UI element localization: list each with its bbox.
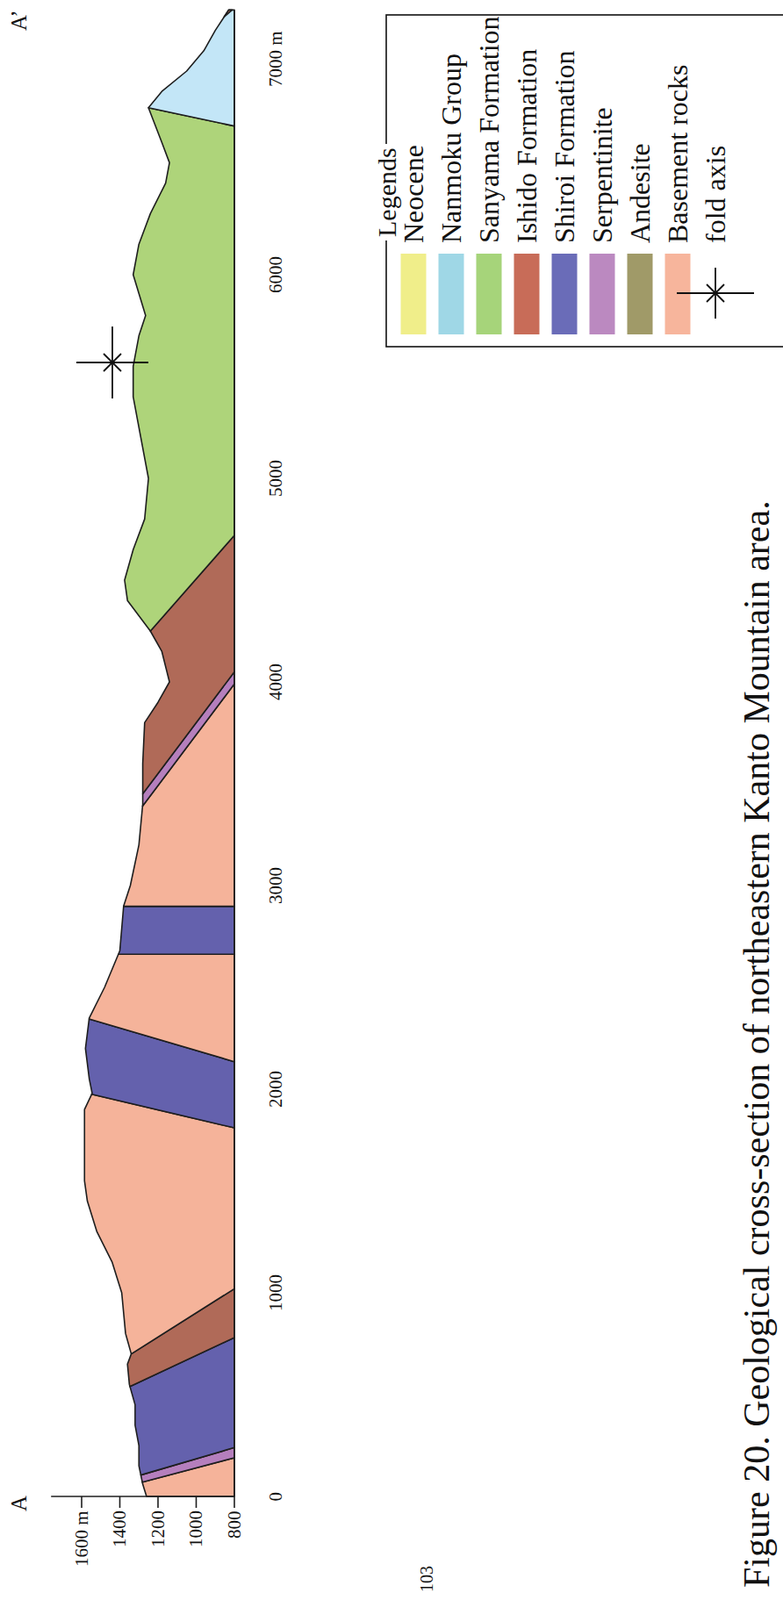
cross-line [706,284,725,302]
elevation-label: 1600 m [71,1510,93,1567]
basement-rocks [89,954,235,1062]
distance-label: 5000 [265,459,287,497]
axis-tick [233,1496,236,1509]
legend-text: Ishido Formation [511,49,543,244]
distance-label: 0 [265,1492,287,1502]
distance-label: 6000 [265,256,287,294]
axis-tick [157,1496,159,1509]
distance-label: 4000 [265,663,287,701]
ishido-formation [223,9,232,17]
legend-text: fold axis [700,145,732,244]
legend-swatch [627,253,654,335]
legend-swatch [476,253,503,335]
cross-line [103,353,122,372]
legend-swatch [514,253,540,335]
legend-swatch [401,253,427,335]
elevation-label: 1200 [148,1510,169,1548]
section-end-label: A [7,1495,32,1512]
fold-axis-symbol [76,326,149,399]
legend-text: Basement rocks [662,64,694,245]
legend-swatch [589,253,616,335]
legend-text: Serpentinite [587,107,618,244]
legend-text: Neocene [398,144,430,244]
section-end-label: A’ [7,9,32,31]
nanmoku-group [148,9,235,126]
distance-label: 7000 m [265,30,287,87]
legend-box [386,14,783,347]
axis-tick [119,1496,122,1509]
elevation-label: 1400 [109,1510,130,1548]
legend-text: Shiroi Formation [549,50,581,244]
legend-fold-axis-symbol [676,267,755,319]
sanyama-formation [124,107,235,632]
shiroi-formation [118,906,235,956]
page-number: 103 [416,1566,437,1593]
axis-tick [195,1496,198,1509]
elevation-label: 1000 [186,1510,207,1548]
legend-text: Nanmoku Group [436,53,467,244]
elevation-label: 800 [224,1511,245,1540]
cross-line [706,284,725,302]
legend-swatch [438,253,465,335]
legend-swatch [665,253,691,335]
legend-text: Sanyama Formation [474,15,505,244]
legend-text: Andesite [624,143,656,244]
distance-label: 3000 [265,867,287,905]
elevation-axis [50,1495,235,1498]
distance-label: 1000 [265,1274,287,1312]
axis-tick [80,1496,83,1509]
basement-rocks [84,1094,235,1355]
legend-title: Legends [372,143,402,241]
figure-caption: Figure 20. Geological cross-section of n… [736,500,777,1588]
legend-swatch [552,253,578,335]
base-line [233,9,236,1497]
distance-label: 2000 [265,1070,287,1108]
cross-line [103,353,122,372]
